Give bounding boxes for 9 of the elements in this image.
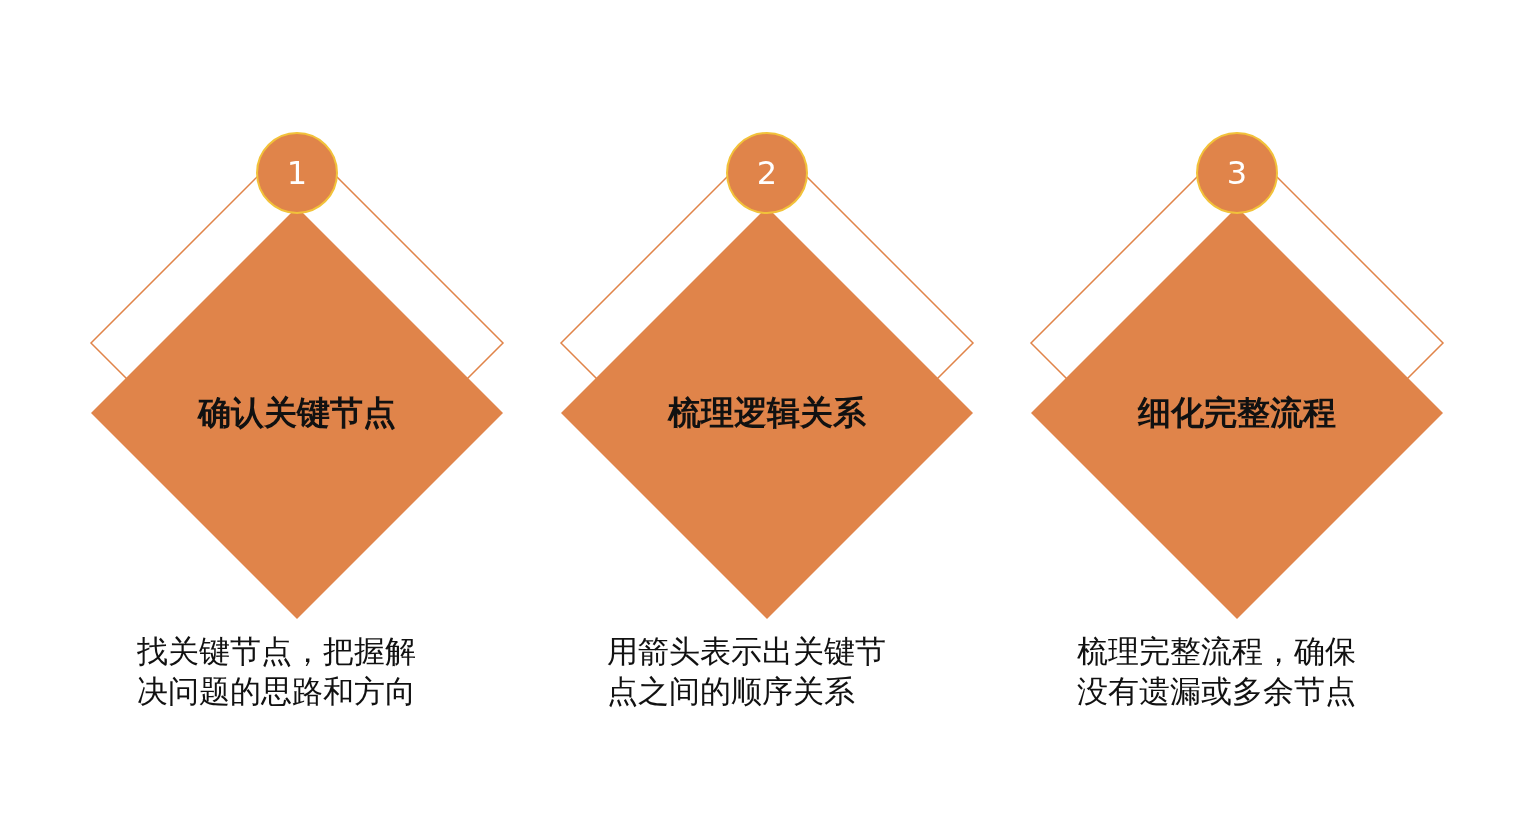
step-title: 梳理逻辑关系 <box>668 391 866 434</box>
step-number: 1 <box>286 154 308 192</box>
step-title: 确认关键节点 <box>198 391 396 434</box>
step-description: 梳理完整流程，确保没有遗漏或多余节点 <box>1077 632 1357 711</box>
step-number: 2 <box>756 154 778 192</box>
step-description: 找关键节点，把握解决问题的思路和方向 <box>137 632 417 711</box>
step-number: 3 <box>1226 154 1248 192</box>
step-description: 用箭头表示出关键节点之间的顺序关系 <box>607 632 887 711</box>
step-title: 细化完整流程 <box>1138 391 1336 434</box>
